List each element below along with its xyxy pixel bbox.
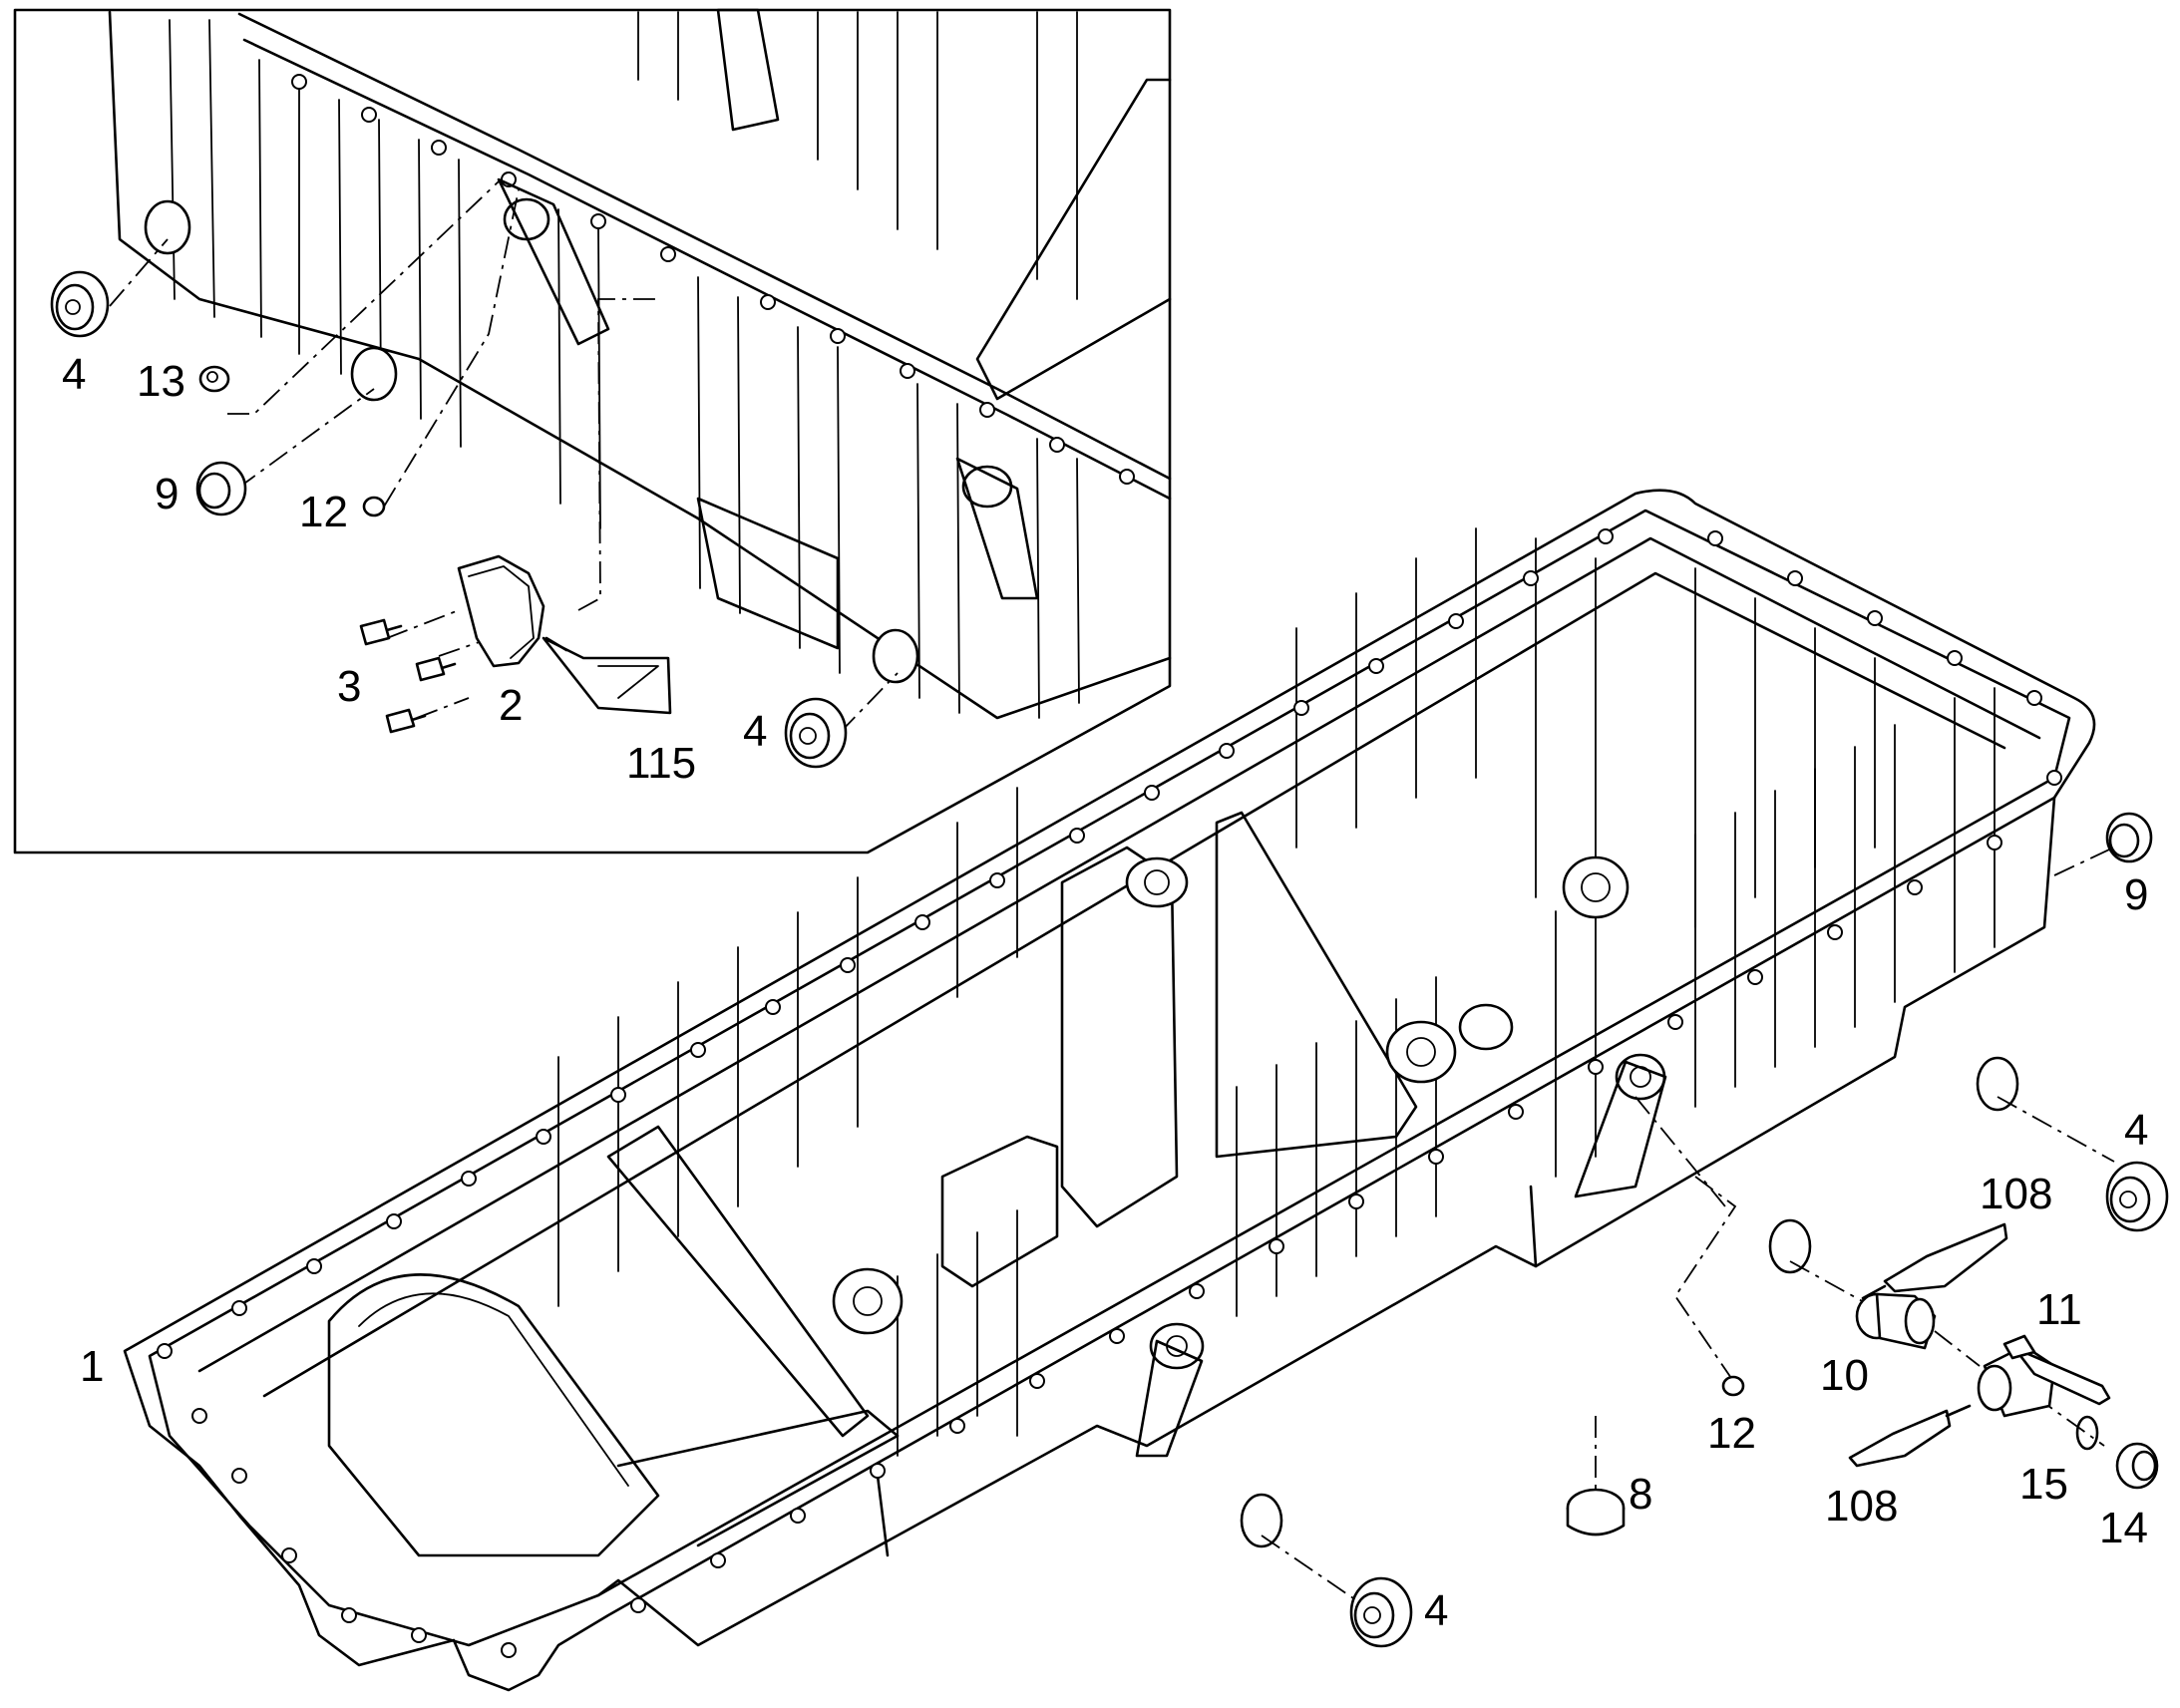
callout-main-108a: 108	[1980, 1170, 2052, 1218]
plug-12-inset	[362, 496, 386, 517]
callout-inset-4b: 4	[743, 707, 767, 756]
callout-main-10: 10	[1820, 1351, 1869, 1400]
callout-inset-13: 13	[137, 357, 185, 406]
callout-labels: 4 13 9 12 3 2 115 4 1 9 4 108 11 10 12 8…	[62, 350, 2148, 1635]
plug-9-main	[2105, 812, 2153, 863]
inset-frame	[13, 8, 1172, 854]
callout-main-11: 11	[2036, 1285, 2082, 1334]
detail-inset	[13, 8, 1172, 854]
callout-main-15: 15	[2019, 1460, 2068, 1509]
bolts-3-inset	[359, 618, 457, 734]
o-ring-15	[2075, 1415, 2099, 1451]
cover-plate-2-inset	[457, 554, 545, 668]
sealant-tube-115-inset	[542, 636, 672, 715]
callout-inset-115: 115	[626, 739, 696, 788]
callout-main-14: 14	[2099, 1504, 2148, 1552]
plug-4-inset-left	[50, 270, 110, 338]
plug-4-inset-bottom	[784, 697, 848, 769]
callout-inset-4a: 4	[62, 350, 86, 399]
sealant-tube-108-lower	[1848, 1404, 1972, 1468]
flange-bolt-holes	[157, 528, 2062, 1658]
plug-4-main-right	[2105, 1161, 2169, 1232]
callout-inset-9: 9	[155, 470, 179, 518]
plug-12-main	[1721, 1375, 1745, 1397]
callout-main-12: 12	[1707, 1409, 1756, 1458]
plug-8-main	[1566, 1488, 1626, 1537]
plug-4-main-bottom	[1349, 1576, 1413, 1648]
callout-main-9: 9	[2124, 870, 2148, 919]
plug-9-inset	[195, 461, 247, 516]
callout-inset-2: 2	[499, 681, 523, 730]
cap-14	[2115, 1442, 2159, 1490]
valve-11	[1977, 1334, 2111, 1418]
adapter-10	[1855, 1292, 1937, 1350]
callout-main-4b: 4	[1424, 1586, 1448, 1635]
inset-oil-pan-wall	[108, 8, 1172, 720]
plug-13-inset	[198, 365, 230, 393]
oil-pan-1	[123, 489, 2096, 1692]
pan-wall-ribs	[557, 527, 1996, 1457]
sealant-tube-108-upper	[1861, 1222, 2008, 1300]
callout-inset-12: 12	[299, 488, 348, 536]
callout-main-108b: 108	[1825, 1482, 1898, 1531]
callout-main-1: 1	[80, 1342, 104, 1391]
callout-main-8: 8	[1629, 1470, 1652, 1519]
callout-main-4a: 4	[2124, 1106, 2148, 1155]
callout-inset-3: 3	[337, 662, 361, 711]
inset-leader-lines	[109, 180, 899, 734]
